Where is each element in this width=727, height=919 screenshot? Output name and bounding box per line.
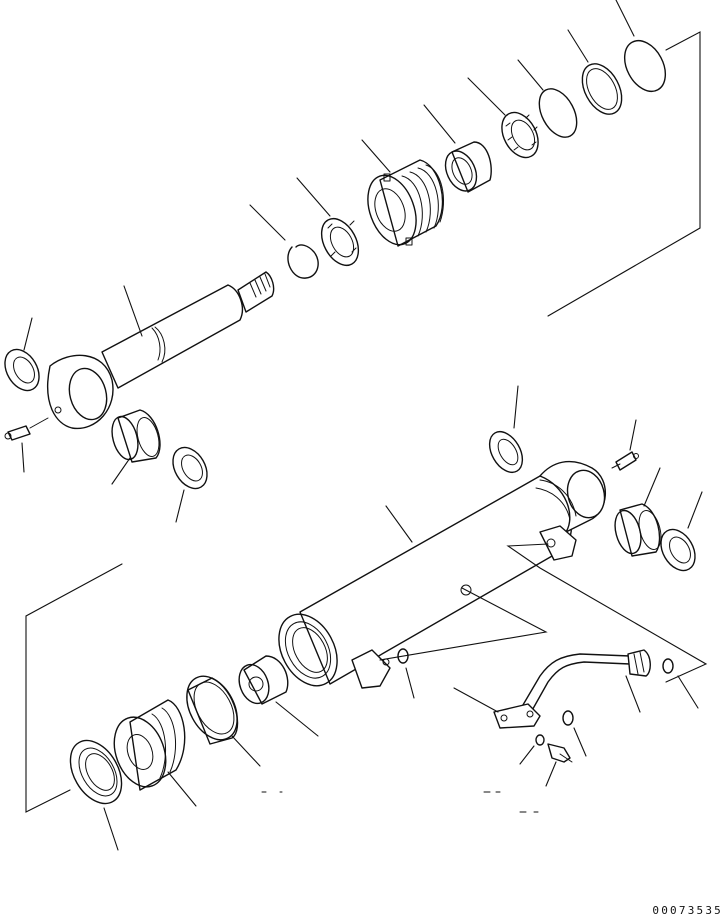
u-packing <box>296 177 360 267</box>
o-ring-large <box>615 0 667 92</box>
tube-eye-bushing <box>614 467 662 557</box>
flange-connector-line <box>453 687 499 713</box>
port-connector-line-upper <box>506 543 708 683</box>
bolt <box>545 743 573 787</box>
piston-nut <box>238 655 319 737</box>
piston-seal <box>186 675 261 767</box>
grease-fitting-tube <box>611 419 639 471</box>
dust-seal-lower <box>172 446 208 523</box>
port-connector-line-lower <box>379 587 548 661</box>
backup-ring <box>567 29 623 115</box>
upper-group-bracket-line <box>547 31 701 317</box>
rod-bushing <box>423 104 492 193</box>
o-ring-head-port <box>397 648 415 699</box>
snap-ring <box>249 204 319 279</box>
hydraulic-pipe <box>493 649 651 729</box>
dust-seal-right <box>660 491 703 572</box>
wear-ring-piston <box>69 739 123 851</box>
drawing-number: 00073535 <box>652 904 723 917</box>
dust-seal-rod-eye <box>4 317 40 392</box>
rod-eye-bushing <box>111 409 161 485</box>
o-ring-flange <box>562 710 587 757</box>
lower-group-bracket-line <box>25 563 123 813</box>
dust-seal-tube <box>488 385 524 473</box>
wear-ring <box>467 77 539 159</box>
cylinder-head <box>361 139 444 247</box>
o-ring-pipe-end <box>662 658 699 709</box>
o-ring-small <box>517 59 578 138</box>
stray-marks <box>261 791 539 813</box>
tube-boss-fitting <box>460 584 472 596</box>
grease-fitting-rod <box>4 417 49 473</box>
piston-rod <box>47 271 275 430</box>
washer <box>519 734 545 765</box>
piston <box>113 699 197 807</box>
cylinder-tube <box>278 460 607 689</box>
